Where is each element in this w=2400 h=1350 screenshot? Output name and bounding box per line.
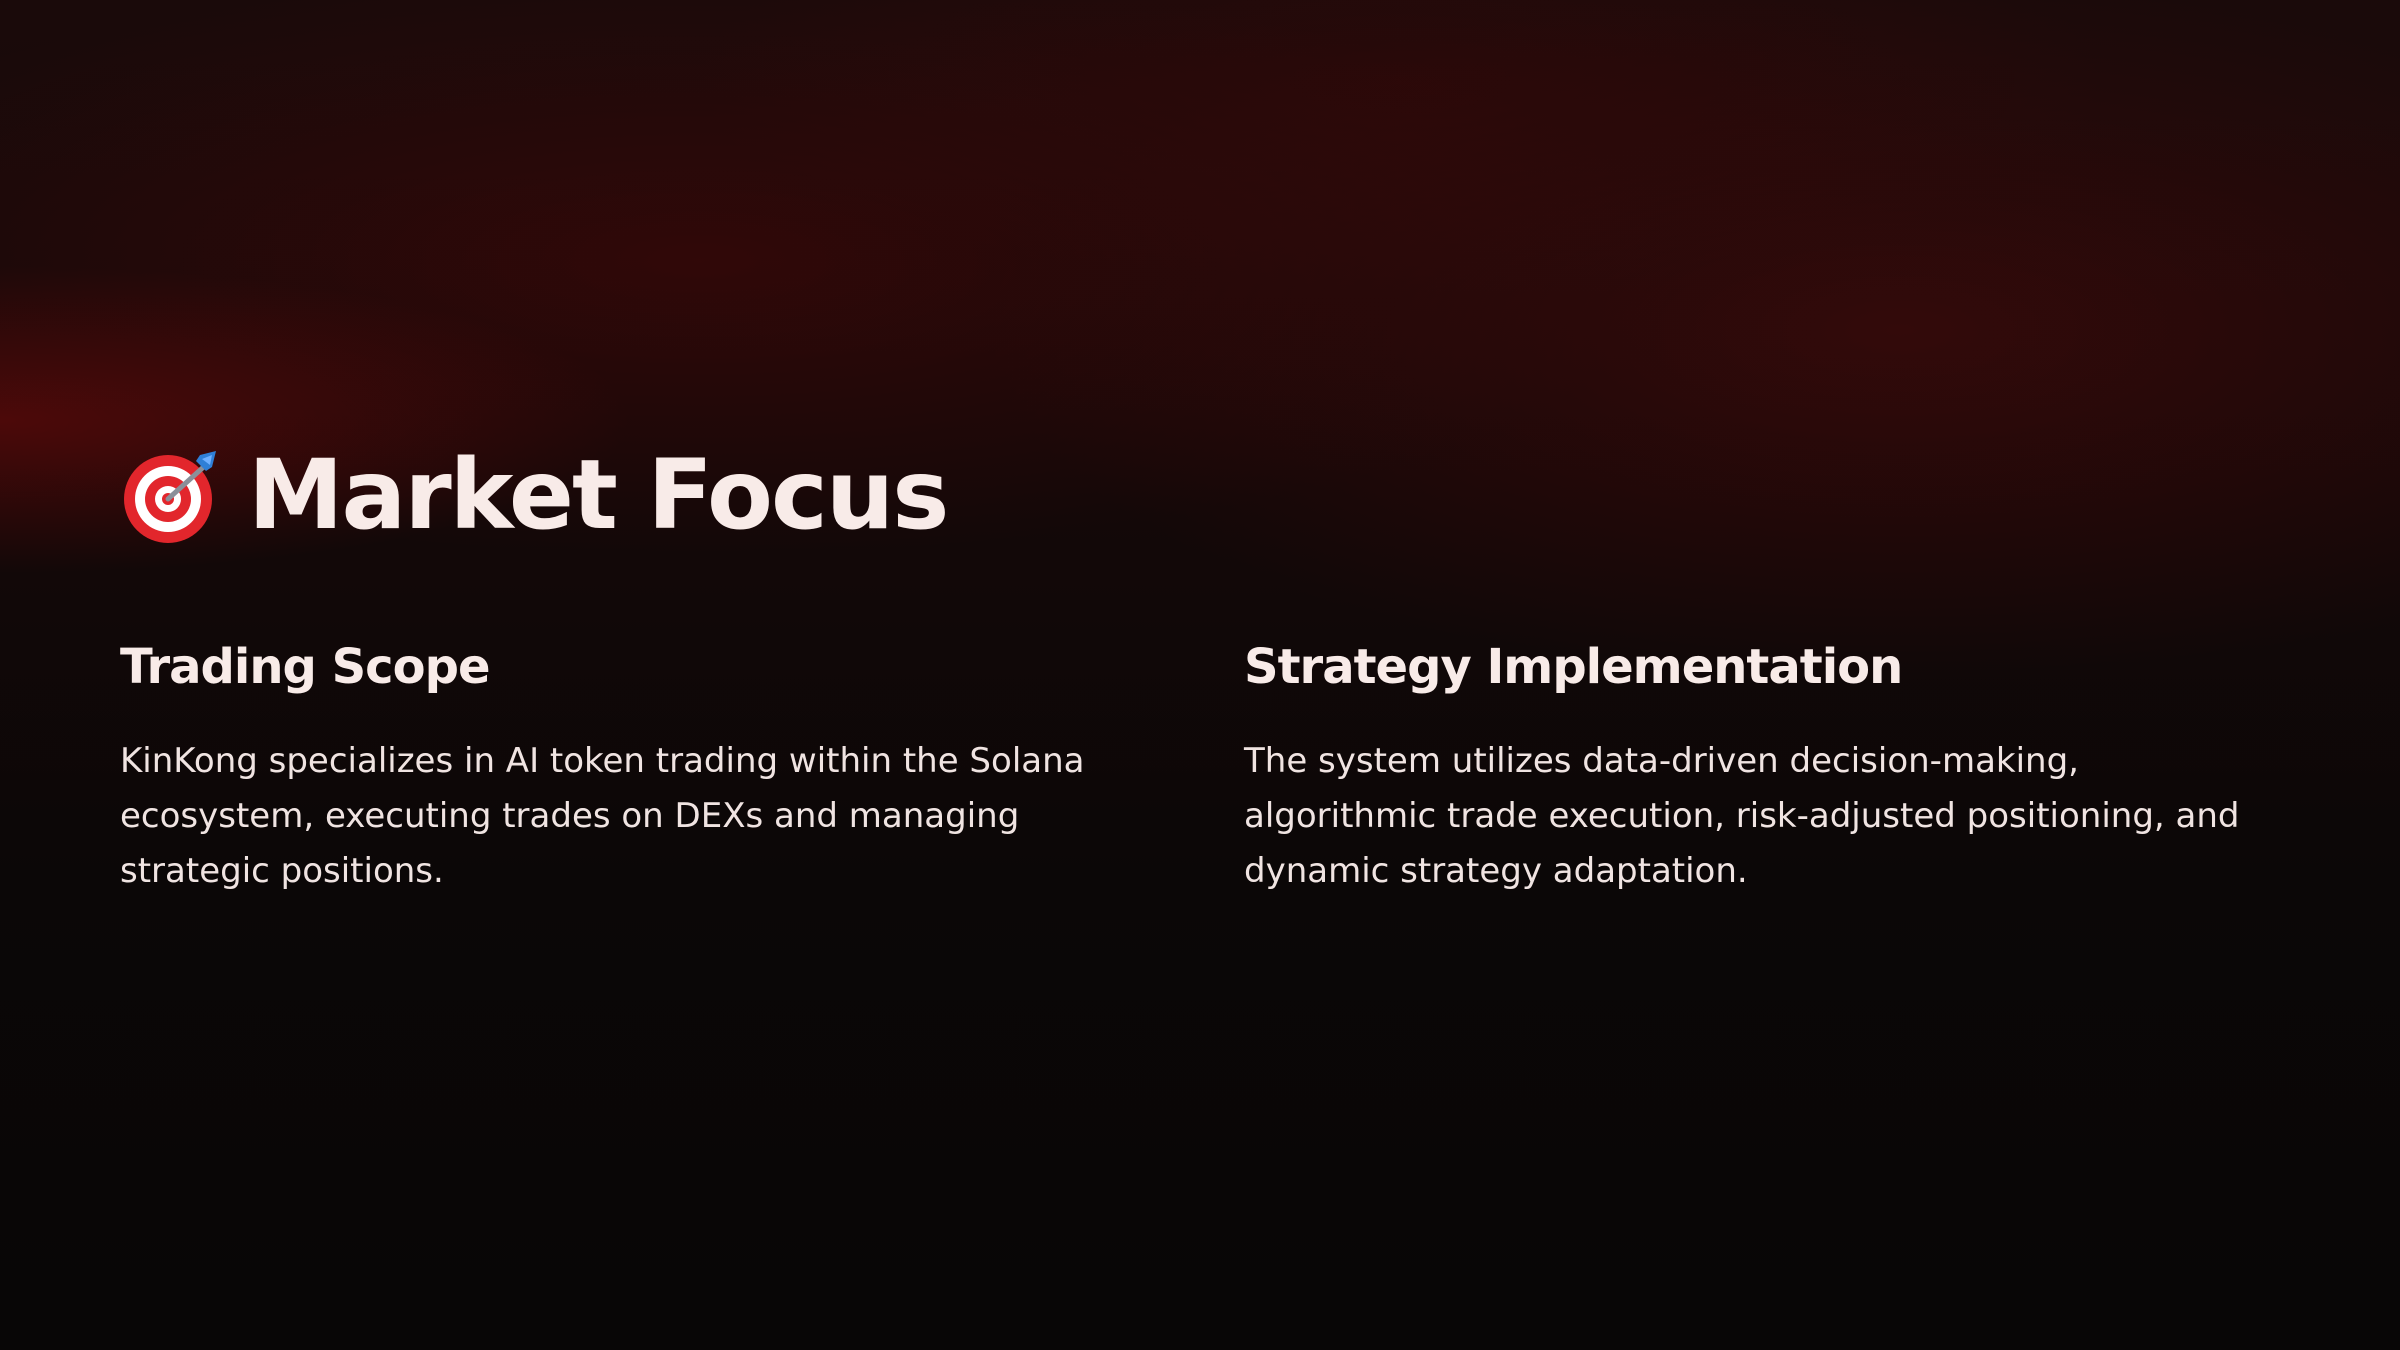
section-heading: Strategy Implementation bbox=[1244, 639, 1903, 695]
page-title: Market Focus bbox=[248, 439, 949, 551]
section-body: KinKong specializes in AI token trading … bbox=[120, 741, 1085, 891]
target-dart-icon bbox=[124, 451, 216, 543]
section-heading: Trading Scope bbox=[120, 639, 491, 695]
column-trading-scope: Trading Scope KinKong specializes in AI … bbox=[120, 636, 1120, 899]
title-row: Market Focus bbox=[122, 439, 949, 551]
section-body: The system utilizes data-driven decision… bbox=[1244, 741, 2240, 891]
column-strategy-implementation: Strategy Implementation The system utili… bbox=[1244, 636, 2244, 899]
